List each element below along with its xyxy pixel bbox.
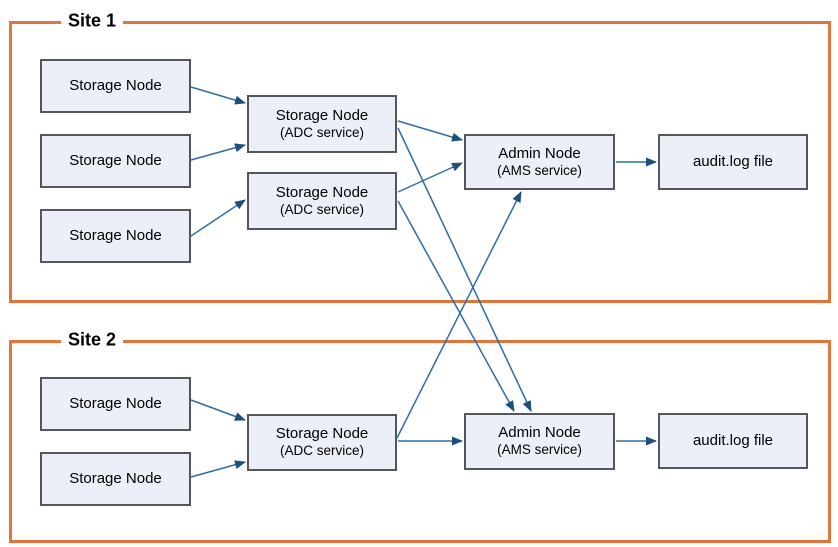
node-sublabel: (ADC service): [279, 443, 364, 459]
node-sublabel: (AMS service): [497, 162, 582, 178]
node-site2-storage-adc: Storage Node (ADC service): [247, 414, 397, 471]
node-label: Storage Node: [275, 106, 369, 124]
node-site1-storage-1: Storage Node: [40, 59, 191, 113]
node-site2-storage-2: Storage Node: [40, 452, 191, 506]
node-site1-auditlog-file: audit.log file: [658, 134, 808, 190]
node-label: Admin Node: [498, 424, 581, 442]
node-label: audit.log file: [692, 152, 774, 170]
node-site1-admin-ams: Admin Node (AMS service): [464, 134, 615, 190]
node-site2-storage-1: Storage Node: [40, 377, 191, 431]
node-label: Storage Node: [69, 76, 162, 94]
node-label: audit.log file: [692, 431, 774, 449]
site-2-label: Site 2: [61, 329, 124, 351]
node-site1-storage-3: Storage Node: [40, 209, 191, 263]
site-1-label: Site 1: [61, 10, 124, 32]
node-label: Storage Node: [69, 469, 162, 487]
node-label: Storage Node: [69, 151, 162, 169]
node-sublabel: (ADC service): [279, 124, 364, 140]
node-label: Storage Node: [69, 394, 162, 412]
node-site2-auditlog-file: audit.log file: [658, 413, 808, 469]
node-site1-storage-2: Storage Node: [40, 134, 191, 188]
node-sublabel: (ADC service): [279, 201, 364, 217]
node-label: Admin Node: [498, 144, 581, 162]
node-label: Storage Node: [275, 425, 369, 443]
node-site1-storage-adc-2: Storage Node (ADC service): [247, 172, 397, 230]
node-site2-admin-ams: Admin Node (AMS service): [464, 413, 615, 470]
node-sublabel: (AMS service): [497, 442, 582, 458]
node-label: Storage Node: [275, 183, 369, 201]
node-label: Storage Node: [69, 226, 162, 244]
node-site1-storage-adc-1: Storage Node (ADC service): [247, 95, 397, 153]
